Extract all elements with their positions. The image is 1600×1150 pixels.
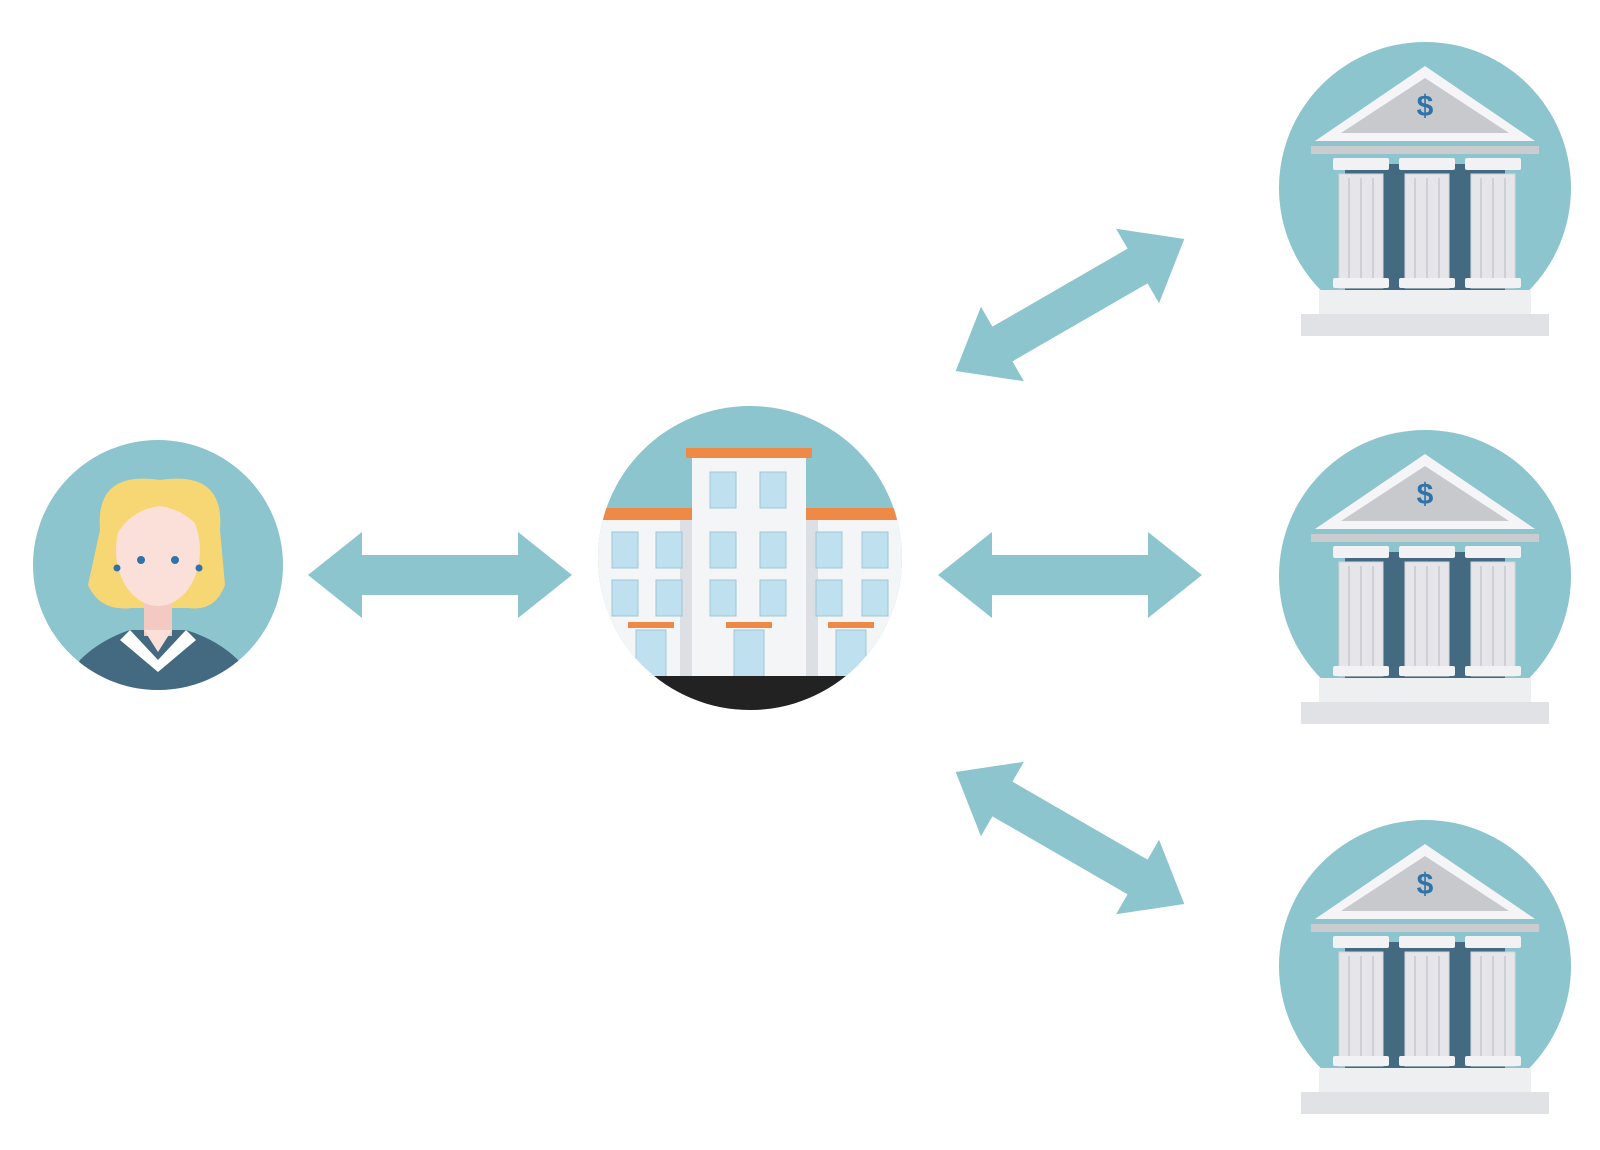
double-arrow-intermediary-bank-2: [938, 532, 1202, 618]
double-arrow-intermediary-bank-1: [955, 228, 1185, 382]
dollar-sign-icon: $: [1417, 90, 1434, 123]
dollar-sign-icon: $: [1417, 478, 1434, 511]
bank-1: $: [1278, 41, 1572, 337]
dollar-sign-icon: $: [1417, 868, 1434, 901]
customer-avatar: [33, 440, 283, 690]
double-arrow-intermediary-bank-3: [955, 761, 1185, 915]
intermediary-building: [598, 406, 902, 710]
bank-2: $: [1278, 429, 1572, 725]
double-arrow-customer-intermediary: [308, 532, 572, 618]
bank-3: $: [1278, 819, 1572, 1115]
